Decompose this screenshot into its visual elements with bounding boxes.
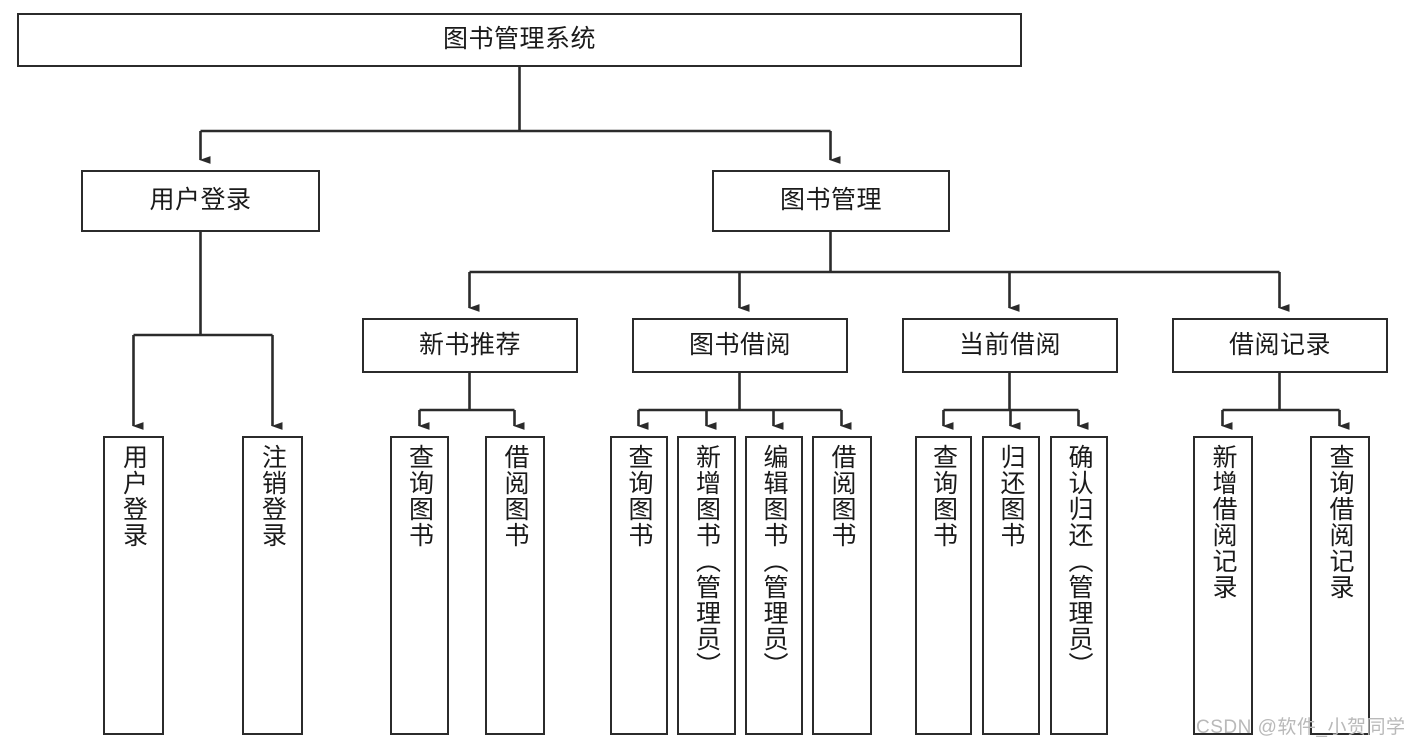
leaf-edit-book-admin-label: 编辑图书（管理员） <box>760 444 788 678</box>
node-borrowing-records-label: 借阅记录 <box>1228 330 1331 359</box>
node-root-label: 图书管理系统 <box>442 25 596 54</box>
leaf-confirm-return-admin-label: 确认归还（管理员） <box>1065 444 1093 678</box>
node-user-login-label: 用户登录 <box>149 186 252 215</box>
leaf-add-borrow-record-label: 新增借阅记录 <box>1209 444 1237 600</box>
node-borrowing-records[interactable]: 借阅记录 <box>1172 318 1388 373</box>
leaf-borrow-books[interactable]: 借阅图书 <box>812 436 872 735</box>
leaf-query-books-new-label: 查询图书 <box>405 444 434 548</box>
leaf-borrow-books-new[interactable]: 借阅图书 <box>485 436 545 735</box>
leaf-add-borrow-record[interactable]: 新增借阅记录 <box>1193 436 1253 735</box>
node-current-borrowing-label: 当前借阅 <box>958 330 1061 359</box>
csdn-watermark: CSDN @软件_小贺同学 <box>1196 717 1405 738</box>
leaf-borrow-books-new-label: 借阅图书 <box>501 444 529 548</box>
leaf-query-borrow-record-label: 查询借阅记录 <box>1326 444 1354 600</box>
leaf-query-books-borrow-label: 查询图书 <box>625 444 653 548</box>
leaf-query-borrow-record[interactable]: 查询借阅记录 <box>1310 436 1370 735</box>
leaf-query-books-new[interactable]: 查询图书 <box>390 436 449 735</box>
leaf-query-books-current-label: 查询图书 <box>929 444 958 548</box>
node-current-borrowing[interactable]: 当前借阅 <box>902 318 1118 373</box>
leaf-user-logout-label: 注销登录 <box>258 444 287 548</box>
node-book-management-label: 图书管理 <box>779 186 882 215</box>
node-root[interactable]: 图书管理系统 <box>17 13 1022 67</box>
node-new-book-recommendation-label: 新书推荐 <box>418 330 521 359</box>
leaf-add-book-admin[interactable]: 新增图书（管理员） <box>677 436 736 735</box>
leaf-return-books-label: 归还图书 <box>997 444 1025 548</box>
leaf-query-books-borrow[interactable]: 查询图书 <box>610 436 668 735</box>
leaf-edit-book-admin[interactable]: 编辑图书（管理员） <box>745 436 803 735</box>
leaf-user-login-label: 用户登录 <box>119 444 148 548</box>
leaf-query-books-current[interactable]: 查询图书 <box>915 436 972 735</box>
node-book-management[interactable]: 图书管理 <box>712 170 950 232</box>
node-user-login[interactable]: 用户登录 <box>81 170 320 232</box>
leaf-user-login[interactable]: 用户登录 <box>103 436 164 735</box>
leaf-borrow-books-label: 借阅图书 <box>828 444 856 548</box>
leaf-user-logout[interactable]: 注销登录 <box>242 436 303 735</box>
node-book-borrowing[interactable]: 图书借阅 <box>632 318 848 373</box>
node-book-borrowing-label: 图书借阅 <box>688 330 791 359</box>
leaf-confirm-return-admin[interactable]: 确认归还（管理员） <box>1050 436 1108 735</box>
leaf-return-books[interactable]: 归还图书 <box>982 436 1040 735</box>
leaf-add-book-admin-label: 新增图书（管理员） <box>692 444 721 678</box>
node-new-book-recommendation[interactable]: 新书推荐 <box>362 318 578 373</box>
